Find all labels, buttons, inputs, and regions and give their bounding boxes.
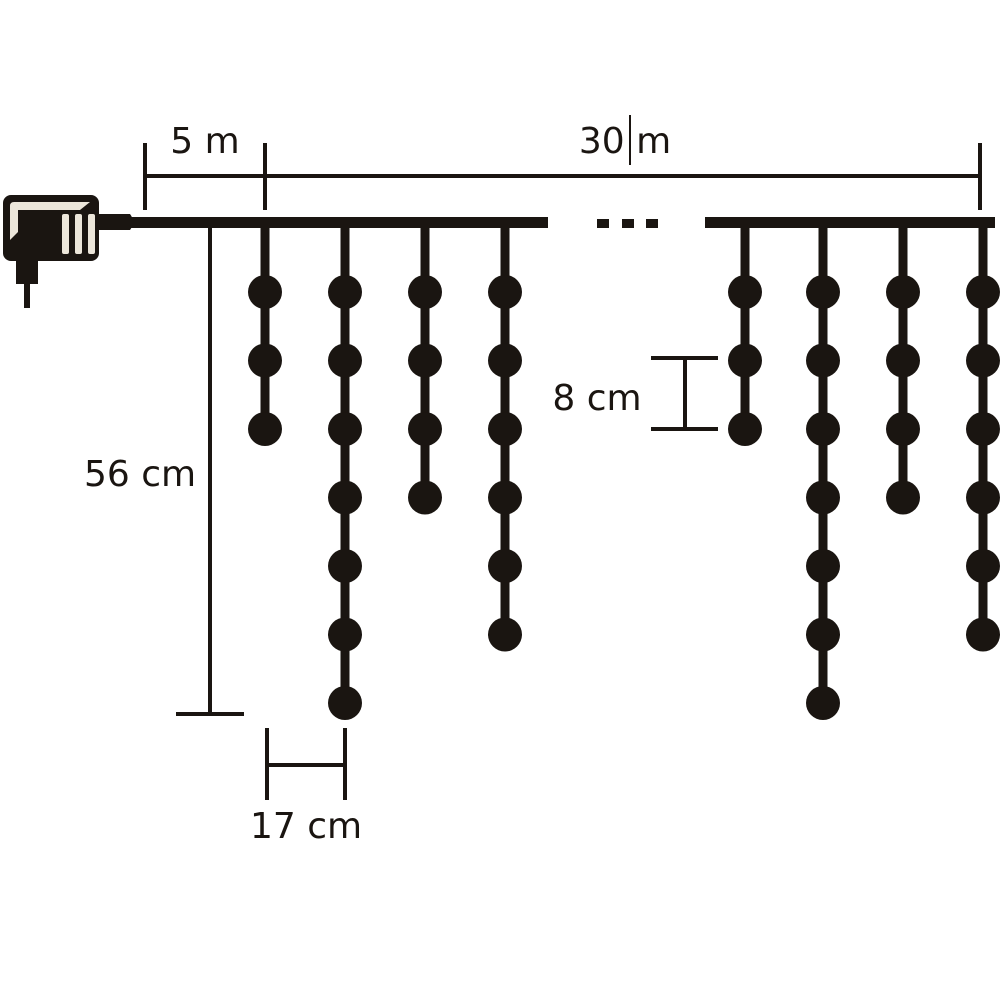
continuation-dots	[597, 219, 658, 228]
bulb-icon	[728, 343, 762, 378]
bulb-icon	[488, 480, 522, 515]
light-strand	[966, 222, 1000, 652]
light-strand	[248, 222, 282, 446]
strand-wire	[260, 222, 270, 429]
bulb-icon	[488, 549, 522, 583]
bulb-icon	[806, 343, 840, 378]
bulb-icon	[328, 412, 362, 446]
bulb-icon	[328, 275, 362, 309]
total-length-label: 30 m	[579, 121, 671, 162]
bulb-icon	[806, 617, 840, 652]
light-strand	[328, 222, 362, 720]
bulb-icon	[966, 549, 1000, 583]
light-strand	[806, 222, 840, 720]
light-strand	[488, 222, 522, 652]
lead-cable-label: 5 m	[170, 121, 239, 162]
bulb-icon	[408, 480, 442, 515]
bulb-icon	[328, 480, 362, 515]
bulb-icon	[488, 617, 522, 652]
bulb-icon	[248, 412, 282, 446]
bulb-spacing-label: 8 cm	[552, 378, 641, 419]
bulb-icon	[966, 412, 1000, 446]
bulb-icon	[408, 412, 442, 446]
bulb-icon	[408, 343, 442, 378]
strand-spacing-label: 17 cm	[250, 806, 362, 847]
bulb-icon	[248, 275, 282, 309]
bulb-icon	[806, 412, 840, 446]
dimension-lines	[143, 115, 982, 800]
light-strand	[728, 222, 762, 446]
bulb-icon	[488, 412, 522, 446]
bulb-icon	[728, 412, 762, 446]
bulb-icon	[806, 480, 840, 515]
bulb-icon	[966, 617, 1000, 652]
bulb-icon	[966, 480, 1000, 515]
bulb-icon	[408, 275, 442, 309]
main-wire	[130, 217, 995, 228]
bulb-icon	[328, 549, 362, 583]
strand-wire	[340, 222, 350, 703]
bulb-icon	[806, 275, 840, 309]
bulb-icon	[886, 275, 920, 309]
bulb-icon	[328, 343, 362, 378]
bulb-icon	[328, 686, 362, 720]
light-strand	[408, 222, 442, 515]
power-plug-icon	[3, 195, 133, 308]
max-drop-label: 56 cm	[84, 454, 196, 495]
bulb-icon	[886, 480, 920, 515]
bulb-icon	[328, 617, 362, 652]
bulb-icon	[886, 343, 920, 378]
bulb-icon	[966, 343, 1000, 378]
strand-wire	[818, 222, 828, 703]
light-strand	[886, 222, 920, 515]
strands	[248, 222, 1000, 720]
bulb-icon	[248, 343, 282, 378]
bulb-icon	[488, 275, 522, 309]
strand-wire	[740, 222, 750, 429]
bulb-icon	[806, 549, 840, 583]
bulb-icon	[806, 686, 840, 720]
bulb-icon	[488, 343, 522, 378]
bulb-icon	[966, 275, 1000, 309]
bulb-icon	[886, 412, 920, 446]
bulb-icon	[728, 275, 762, 309]
